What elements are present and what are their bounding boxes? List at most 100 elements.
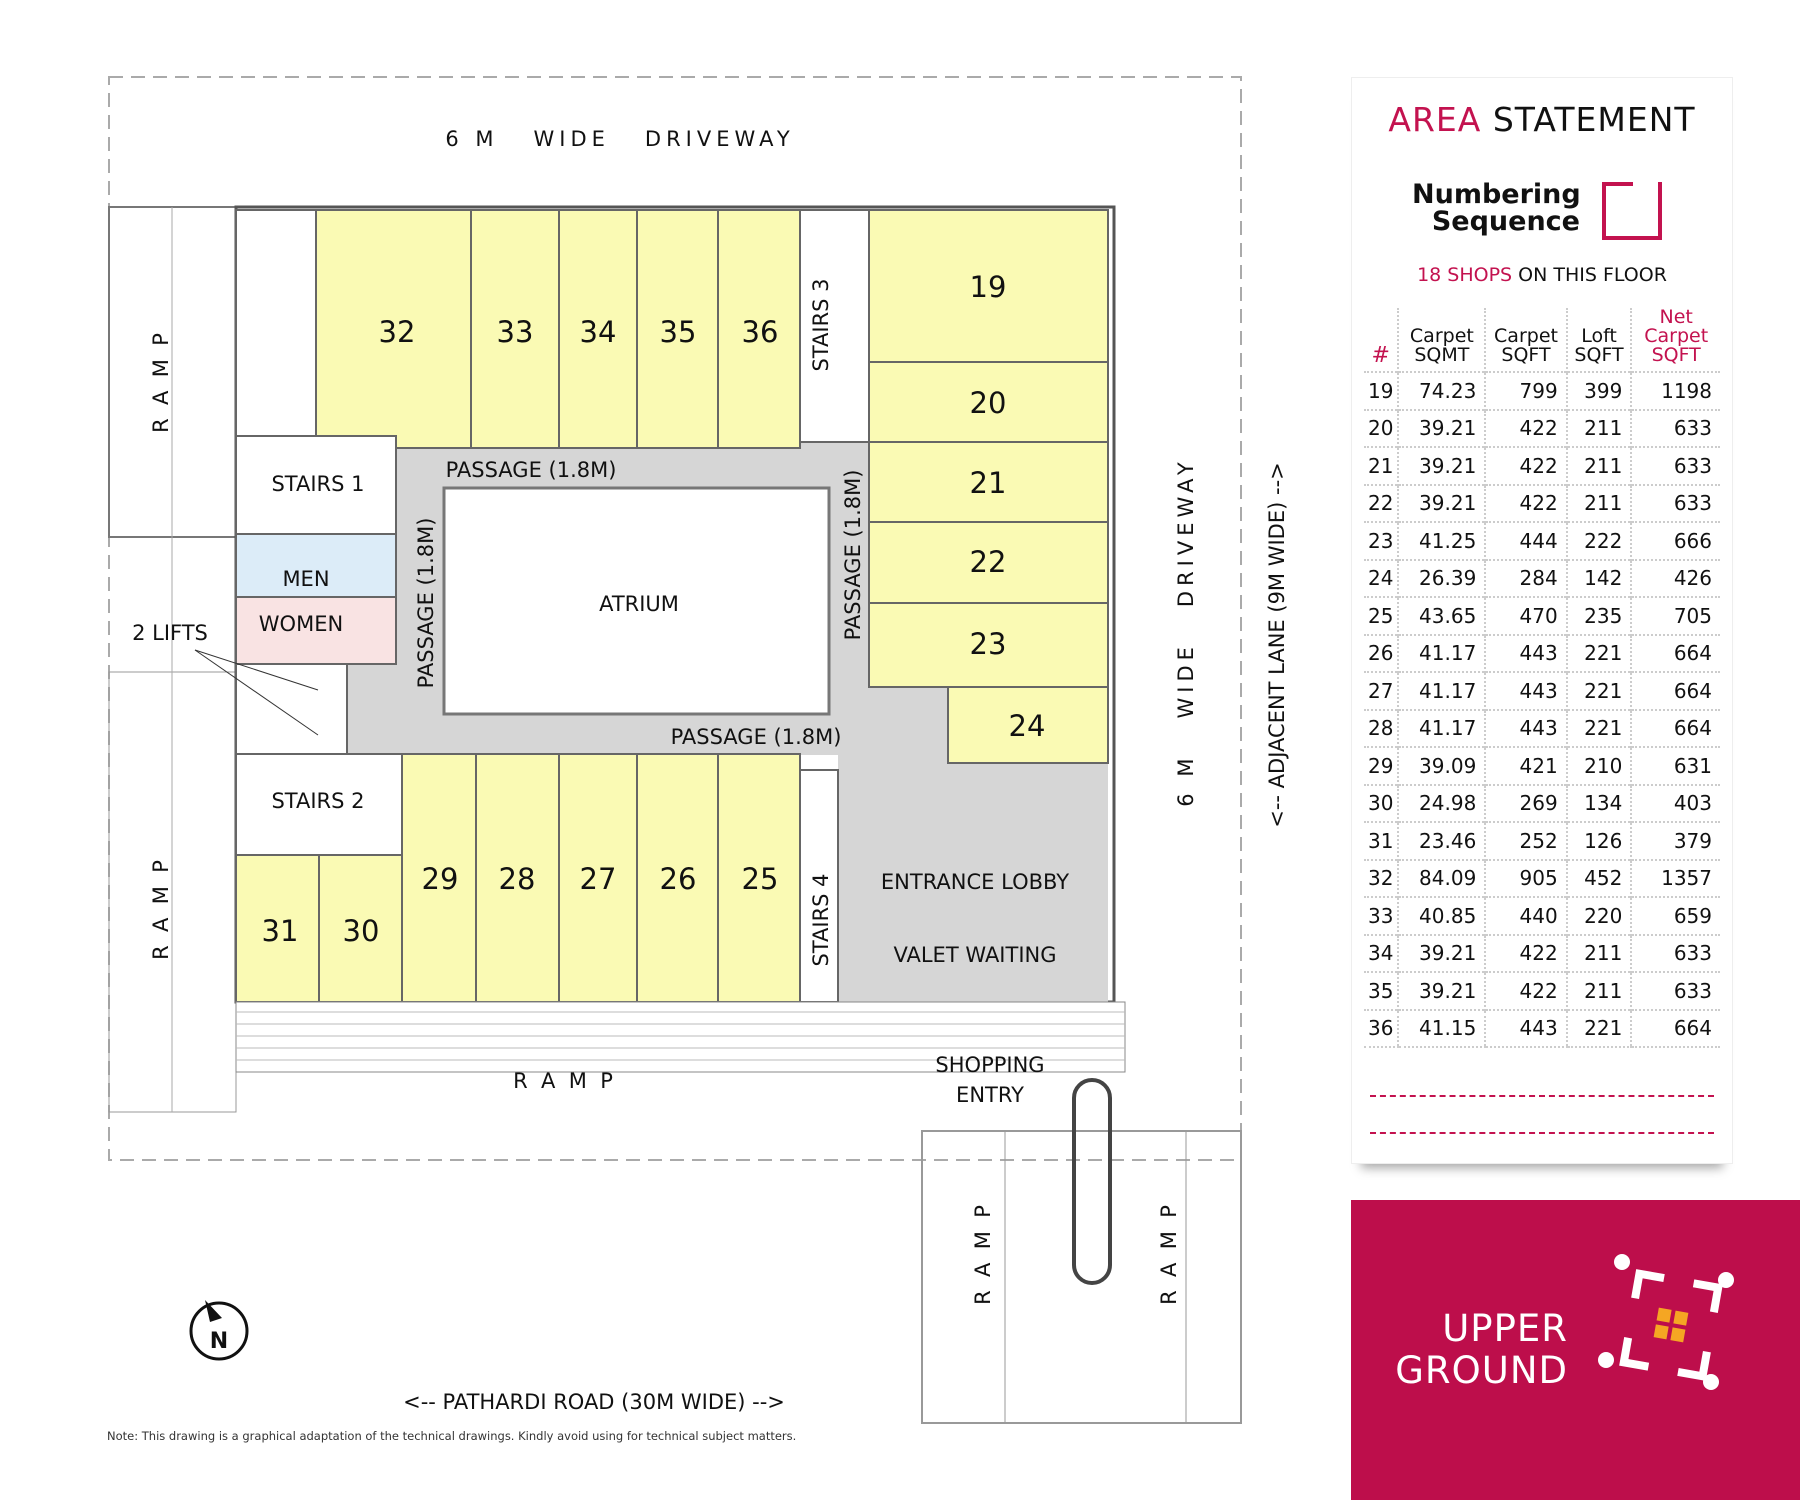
ramp-label-front: R A M P [513, 1069, 613, 1093]
top-driveway-label: 6 M WIDE DRIVEWAY [445, 127, 794, 151]
shop-number: 21 [970, 466, 1007, 500]
table-cell: 20 [1364, 408, 1399, 447]
ramp-label-left-top: R A M P [149, 333, 173, 433]
table-cell: 222 [1565, 521, 1632, 560]
north-arrow-icon: N [189, 1300, 249, 1361]
table-cell: 74.23 [1397, 371, 1486, 410]
header-loft-sqft: Loft SQFT [1565, 308, 1632, 372]
table-cell: 664 [1630, 1008, 1720, 1048]
table-cell: 126 [1565, 821, 1632, 860]
men-label: MEN [282, 567, 329, 591]
divider [1370, 1132, 1714, 1134]
table-cell: 41.25 [1397, 521, 1486, 560]
table-cell: 26 [1364, 633, 1399, 672]
shop-27[interactable] [558, 753, 638, 1003]
table-cell: 39.21 [1397, 971, 1486, 1010]
passage-bottom-label: PASSAGE (1.8M) [671, 725, 842, 749]
table-cell: 39.09 [1397, 746, 1486, 785]
shop-36[interactable] [717, 209, 801, 449]
shop-32[interactable] [315, 209, 472, 449]
shops-count-number: 18 SHOPS [1417, 264, 1513, 286]
table-cell: 443 [1484, 633, 1567, 672]
panel-title: AREA STATEMENT [1352, 100, 1732, 139]
table-cell: 211 [1565, 408, 1632, 447]
table-cell: 633 [1630, 446, 1720, 485]
passage-left-label: PASSAGE (1.8M) [414, 518, 438, 689]
area-table: # Carpet SQMT Carpet SQFT Loft SQFT Net … [1364, 308, 1720, 1048]
stairs3-label: STAIRS 3 [809, 278, 833, 371]
table-cell: 426 [1630, 558, 1720, 597]
table-cell: 269 [1484, 783, 1567, 822]
table-cell: 28 [1364, 708, 1399, 747]
table-cell: 25 [1364, 596, 1399, 635]
valet-label: VALET WAITING [893, 943, 1056, 967]
shop-number: 24 [1009, 709, 1046, 743]
shop-30[interactable] [318, 854, 403, 1003]
shop-number: 26 [660, 862, 697, 896]
table-cell: 633 [1630, 483, 1720, 522]
shop-number: 34 [580, 315, 617, 349]
table-cell: 41.17 [1397, 671, 1486, 710]
table-cell: 631 [1630, 746, 1720, 785]
table-cell: 39.21 [1397, 933, 1486, 972]
shop-24[interactable] [947, 686, 1109, 764]
table-cell: 134 [1565, 783, 1632, 822]
shop-35[interactable] [636, 209, 719, 449]
passage-right-label: PASSAGE (1.8M) [841, 470, 865, 641]
stairs-4 [799, 769, 839, 1003]
table-cell: 24 [1364, 558, 1399, 597]
lower-ramp-area [921, 1130, 1242, 1424]
table-cell: 211 [1565, 971, 1632, 1010]
shops [235, 209, 1109, 1003]
shop-26[interactable] [636, 753, 719, 1003]
floor-plan: 6 M WIDE DRIVEWAY 6 M WIDE DRIVEWAY <-- … [107, 76, 1289, 1443]
road-label: <-- PATHARDI ROAD (30M WIDE) --> [403, 1390, 785, 1414]
table-cell: 221 [1565, 633, 1632, 672]
shop-number: 35 [660, 315, 697, 349]
table-cell: 211 [1565, 483, 1632, 522]
shop-33[interactable] [470, 209, 560, 449]
shop-21[interactable] [868, 441, 1109, 523]
shop-19[interactable] [868, 209, 1109, 363]
ramp-label-lower-1: R A M P [971, 1205, 995, 1305]
lifts [235, 663, 348, 755]
shop-23[interactable] [868, 602, 1109, 688]
shop-25[interactable] [717, 753, 801, 1003]
header-carpet-sqft: Carpet SQFT [1484, 308, 1567, 372]
shop-29[interactable] [401, 753, 477, 1003]
table-cell: 24.98 [1397, 783, 1486, 822]
shop-20[interactable] [868, 361, 1109, 443]
shop-number: 25 [742, 862, 779, 896]
table-cell: 666 [1630, 521, 1720, 560]
table-cell: 220 [1565, 896, 1632, 935]
table-cell: 452 [1565, 858, 1632, 897]
shop-34[interactable] [558, 209, 638, 449]
table-cell: 41.15 [1397, 1008, 1486, 1048]
table-cell: 633 [1630, 971, 1720, 1010]
table-cell: 19 [1364, 371, 1399, 410]
table-cell: 252 [1484, 821, 1567, 860]
disclaimer-note: Note: This drawing is a graphical adapta… [107, 1429, 796, 1443]
right-driveway-label: 6 M WIDE DRIVEWAY [1174, 457, 1198, 806]
women-toilet [235, 596, 397, 665]
table-cell: 421 [1484, 746, 1567, 785]
stairs-3 [799, 209, 870, 443]
table-cell: 40.85 [1397, 896, 1486, 935]
shop-numbers: 19 20 21 22 23 24 25 26 27 28 29 30 31 3… [262, 270, 1046, 948]
table-cell: 633 [1630, 408, 1720, 447]
table-cell: 221 [1565, 1008, 1632, 1048]
floor-line-2: GROUND [1395, 1349, 1568, 1392]
shop-number: 32 [379, 315, 416, 349]
table-cell: 39.21 [1397, 446, 1486, 485]
shop-number: 30 [343, 914, 380, 948]
table-cell: 705 [1630, 596, 1720, 635]
shop-22[interactable] [868, 521, 1109, 604]
